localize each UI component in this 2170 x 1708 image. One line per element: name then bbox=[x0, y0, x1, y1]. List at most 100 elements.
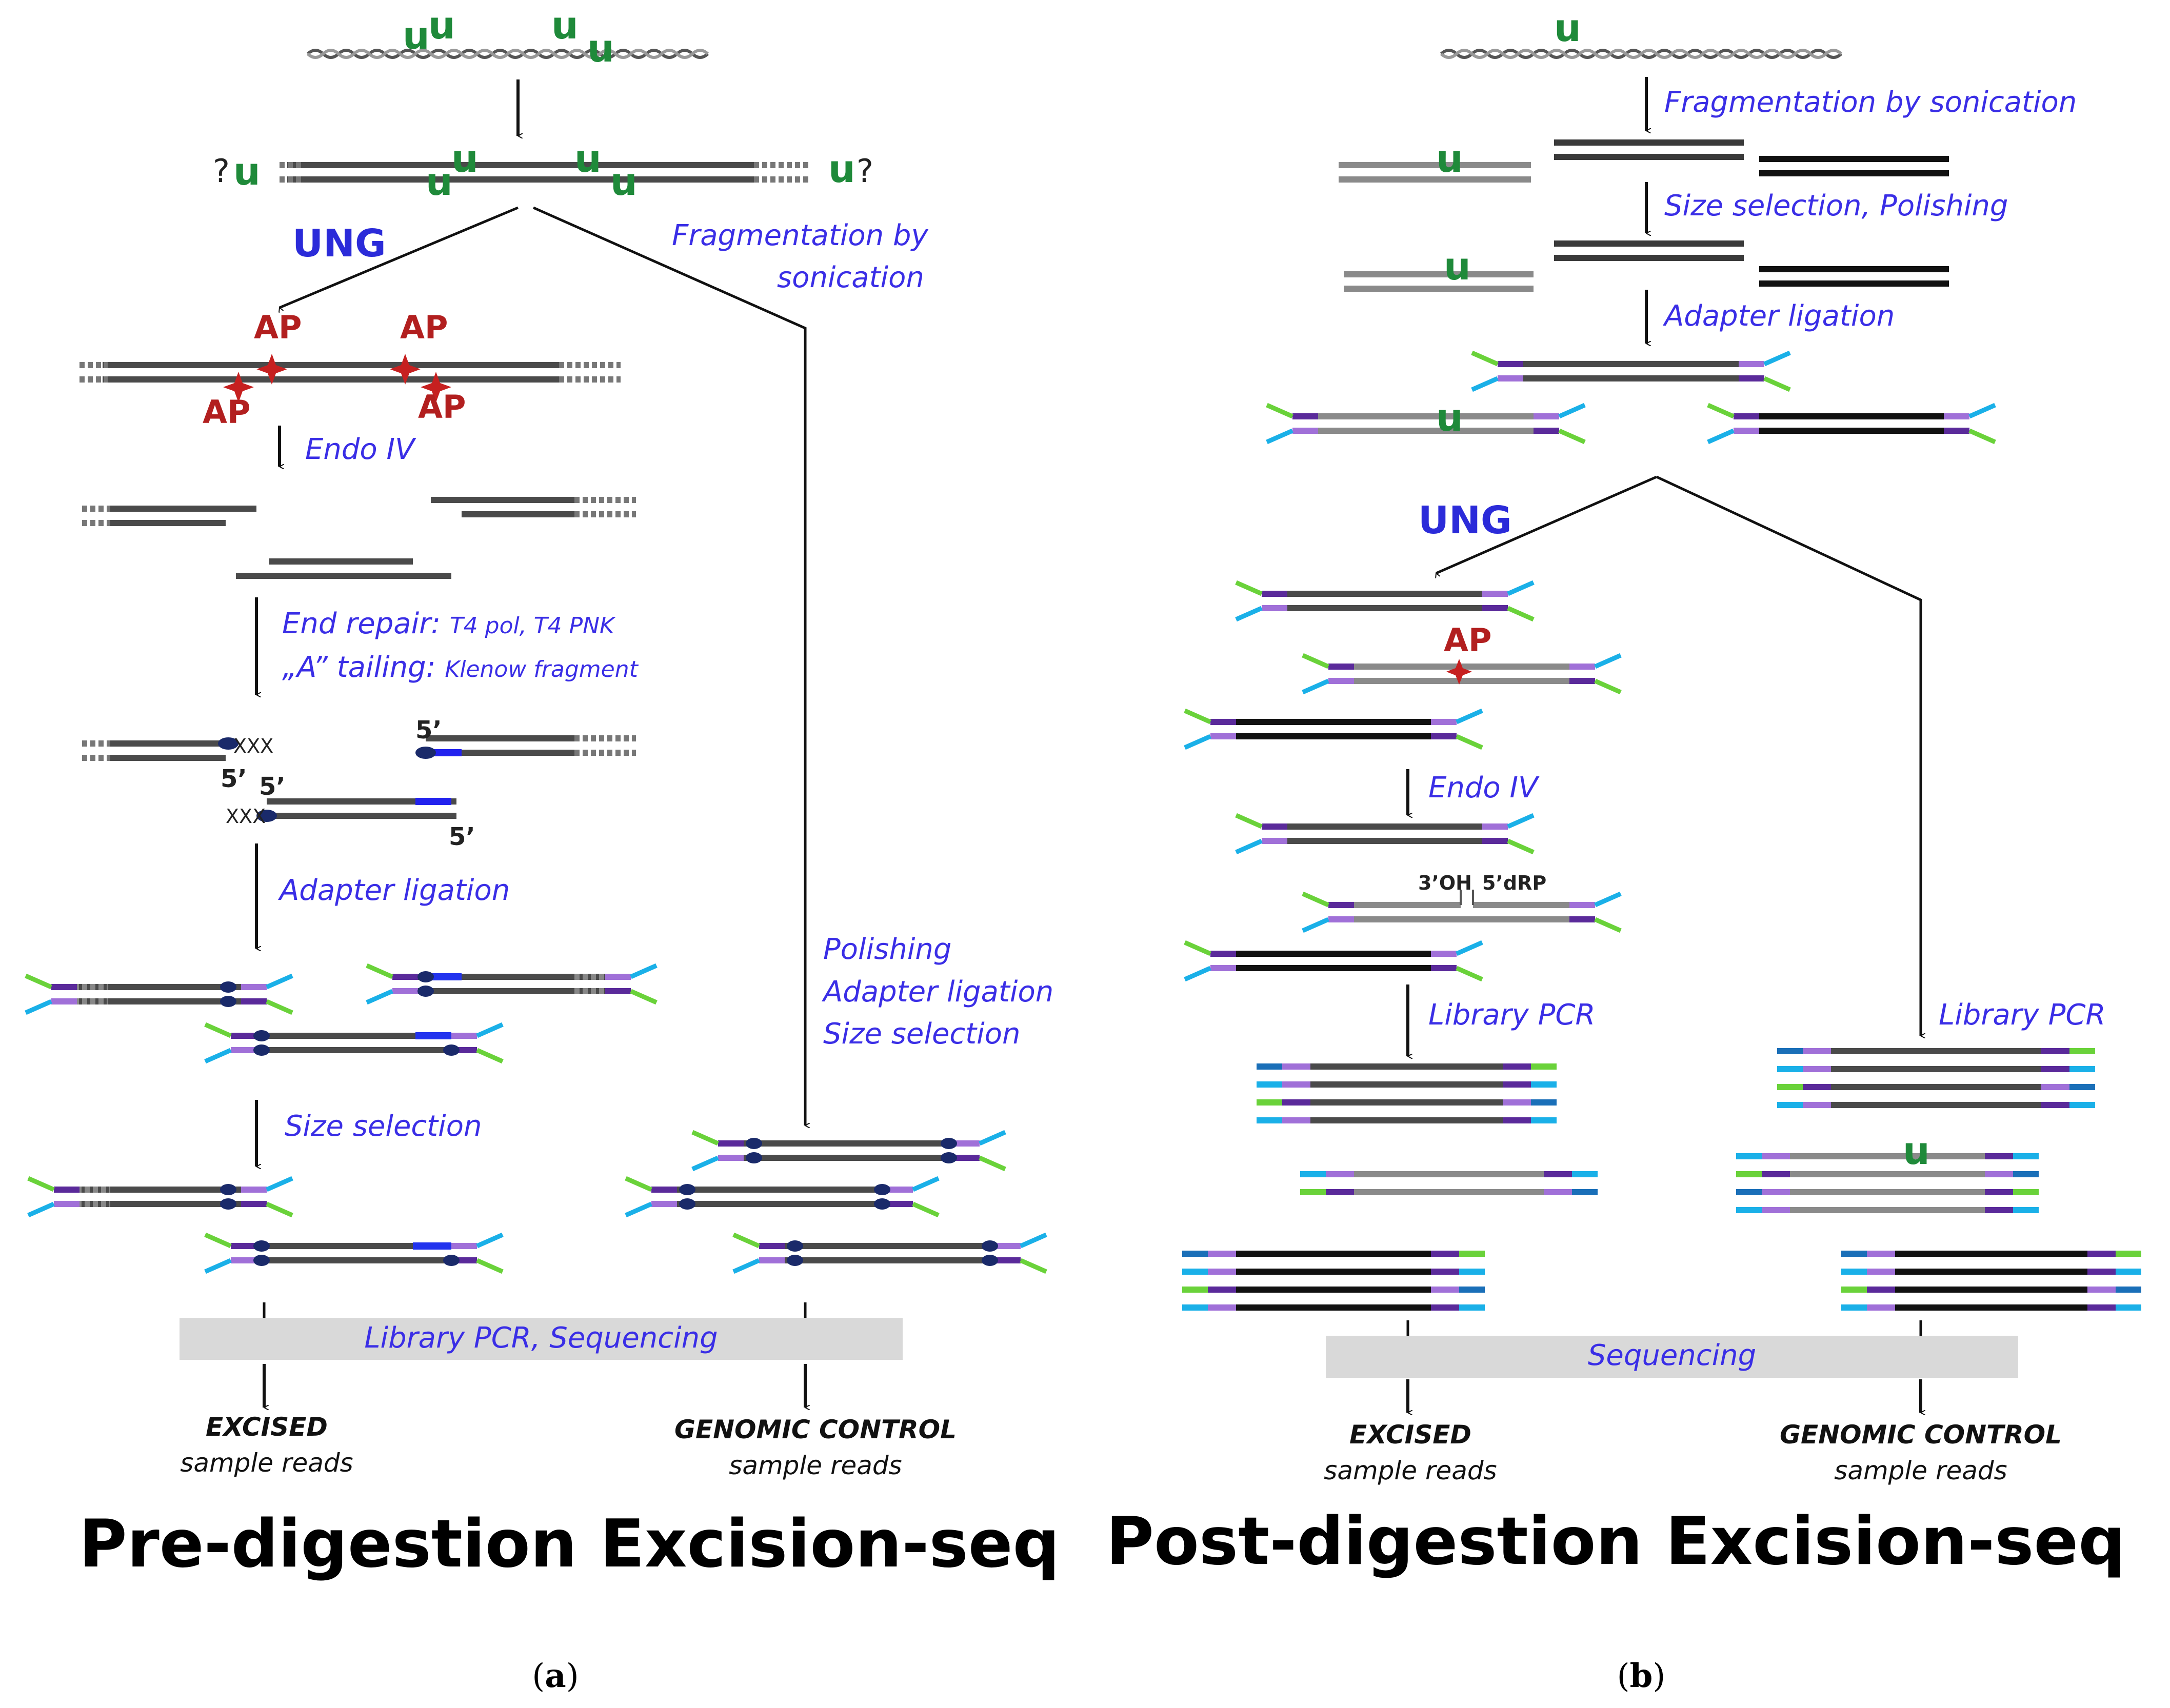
five-prime-label: 5’ bbox=[449, 822, 475, 851]
uracil-label: u bbox=[1436, 137, 1463, 181]
library-fragment bbox=[1235, 580, 1535, 622]
library-fragment bbox=[1266, 403, 1586, 445]
polished-fragments bbox=[1344, 240, 1949, 292]
output-excised: EXCISED bbox=[1349, 1420, 1471, 1450]
library-fragment bbox=[1302, 890, 1622, 933]
ung-treated-fragments bbox=[1184, 580, 1622, 750]
step-fragmentation: Fragmentation by bbox=[672, 219, 928, 252]
step-endo-iv: Endo IV bbox=[1428, 771, 1540, 805]
five-prime-label: 5’ bbox=[221, 765, 247, 793]
five-prime-label: 5’ bbox=[415, 716, 442, 745]
uracil-label: u bbox=[1554, 6, 1581, 50]
output-genomic-control: GENOMIC CONTROL bbox=[674, 1415, 957, 1444]
dna-fragment-ap-sites bbox=[79, 354, 621, 403]
xxx-marker: XXX bbox=[226, 805, 266, 828]
branch-line-excised bbox=[1436, 475, 1658, 573]
genomic-dna-helix-b bbox=[1440, 49, 1843, 59]
repaired-fragments bbox=[82, 735, 636, 822]
library-fragment bbox=[1707, 403, 1996, 445]
panel-a-title: Pre-digestion Excision-seq bbox=[79, 1506, 1060, 1582]
library-pcr-sequencing-bar bbox=[180, 1318, 903, 1360]
sequencing-bar bbox=[1326, 1336, 2018, 1378]
step-fragmentation: sonication bbox=[777, 261, 924, 294]
step-polishing: Polishing bbox=[823, 933, 951, 966]
panel-b: u Fragmentation by sonication u Size sel… bbox=[1106, 6, 2141, 1695]
uracil-label: u bbox=[451, 137, 479, 181]
genomic-dna-helix-a bbox=[306, 49, 709, 59]
library-fragment bbox=[204, 1232, 504, 1274]
ap-site-label: AP bbox=[1444, 621, 1491, 659]
sonicated-fragments bbox=[1339, 139, 1949, 183]
output-excised: EXCISED bbox=[206, 1412, 328, 1442]
adapter-ligated-fragments bbox=[1266, 350, 1996, 445]
step-library-pcr-sequencing: Library PCR, Sequencing bbox=[364, 1321, 718, 1355]
panel-a: u u u u ? u u u u u u ? UNG Fragmentatio… bbox=[25, 4, 1060, 1695]
library-fragment bbox=[25, 973, 293, 1015]
uracil-label: u bbox=[426, 160, 453, 204]
pcr-products bbox=[1182, 1048, 2141, 1311]
uracil-label: u bbox=[1444, 245, 1471, 289]
ap-site-label: AP bbox=[400, 309, 448, 346]
panel-b-title: Post-digestion Excision-seq bbox=[1106, 1503, 2125, 1580]
output-excised-sub: sample reads bbox=[180, 1448, 353, 1478]
uracil-label: u bbox=[428, 4, 455, 48]
ap-site-label: AP bbox=[254, 309, 302, 346]
library-fragment bbox=[1184, 708, 1483, 750]
library-fragment bbox=[732, 1232, 1047, 1274]
step-size-selection: Size selection bbox=[823, 1017, 1020, 1051]
uracil-label: u bbox=[828, 147, 855, 191]
xxx-marker: XXX bbox=[233, 735, 273, 757]
library-fragment bbox=[1184, 940, 1483, 982]
ung-enzyme-label: UNG bbox=[1418, 498, 1512, 542]
five-prime-label: 5’ bbox=[259, 772, 286, 801]
ligated-fragments bbox=[25, 963, 658, 1064]
panel-b-label: (b) bbox=[1617, 1657, 1666, 1695]
step-sequencing: Sequencing bbox=[1588, 1339, 1756, 1372]
step-a-tailing: „A” tailing: Klenow fragment bbox=[282, 651, 639, 684]
uracil-label: u bbox=[1903, 1129, 1930, 1173]
uracil-label: u bbox=[233, 150, 261, 194]
three-oh-label: 3’OH bbox=[1418, 872, 1472, 894]
output-genomic-control-sub: sample reads bbox=[729, 1451, 902, 1480]
step-size-selection: Size selection bbox=[285, 1110, 482, 1143]
uracil-label: u bbox=[574, 137, 602, 181]
endo-iv-fragments bbox=[1184, 813, 1622, 982]
uracil-label: u bbox=[551, 4, 579, 48]
library-fragment bbox=[625, 1176, 940, 1218]
library-fragment bbox=[691, 1130, 1006, 1172]
branch-line-control bbox=[1656, 475, 1921, 1036]
ap-site-label: AP bbox=[203, 393, 250, 431]
ap-site-marker bbox=[1446, 659, 1472, 685]
output-genomic-control: GENOMIC CONTROL bbox=[1780, 1420, 2062, 1450]
step-adapter-ligation: Adapter ligation bbox=[1663, 299, 1895, 333]
uracil-label: u bbox=[403, 14, 430, 58]
branch-line-control bbox=[532, 206, 805, 1126]
step-endo-iv: Endo IV bbox=[305, 433, 416, 466]
control-fragments bbox=[625, 1130, 1047, 1274]
library-fragment bbox=[366, 963, 658, 1005]
branch-line-excised bbox=[280, 206, 519, 308]
library-fragment bbox=[27, 1176, 293, 1218]
step-library-pcr: Library PCR bbox=[1428, 998, 1595, 1032]
question-mark: ? bbox=[857, 152, 873, 190]
library-fragment bbox=[1235, 813, 1535, 855]
output-excised-sub: sample reads bbox=[1324, 1456, 1497, 1485]
step-adapter-ligation: Adapter ligation bbox=[822, 975, 1053, 1009]
step-adapter-ligation: Adapter ligation bbox=[278, 874, 510, 907]
five-drp-label: 5’dRP bbox=[1482, 872, 1546, 894]
ap-site-label: AP bbox=[418, 388, 466, 426]
step-end-repair: End repair: T4 pol, T4 PNK bbox=[282, 607, 616, 640]
step-size-selection-polishing: Size selection, Polishing bbox=[1664, 189, 2008, 223]
step-fragmentation: Fragmentation by sonication bbox=[1664, 86, 2077, 119]
cleaved-fragments bbox=[82, 497, 636, 579]
output-genomic-control-sub: sample reads bbox=[1834, 1456, 2007, 1485]
uracil-label: u bbox=[610, 160, 638, 204]
dna-fragment-with-uracils bbox=[280, 162, 810, 183]
library-fragment bbox=[204, 1022, 504, 1064]
panel-a-label: (a) bbox=[532, 1657, 579, 1695]
uracil-label: u bbox=[587, 27, 614, 71]
question-mark: ? bbox=[213, 152, 230, 190]
step-library-pcr: Library PCR bbox=[1939, 998, 2105, 1032]
ung-enzyme-label: UNG bbox=[292, 222, 386, 266]
